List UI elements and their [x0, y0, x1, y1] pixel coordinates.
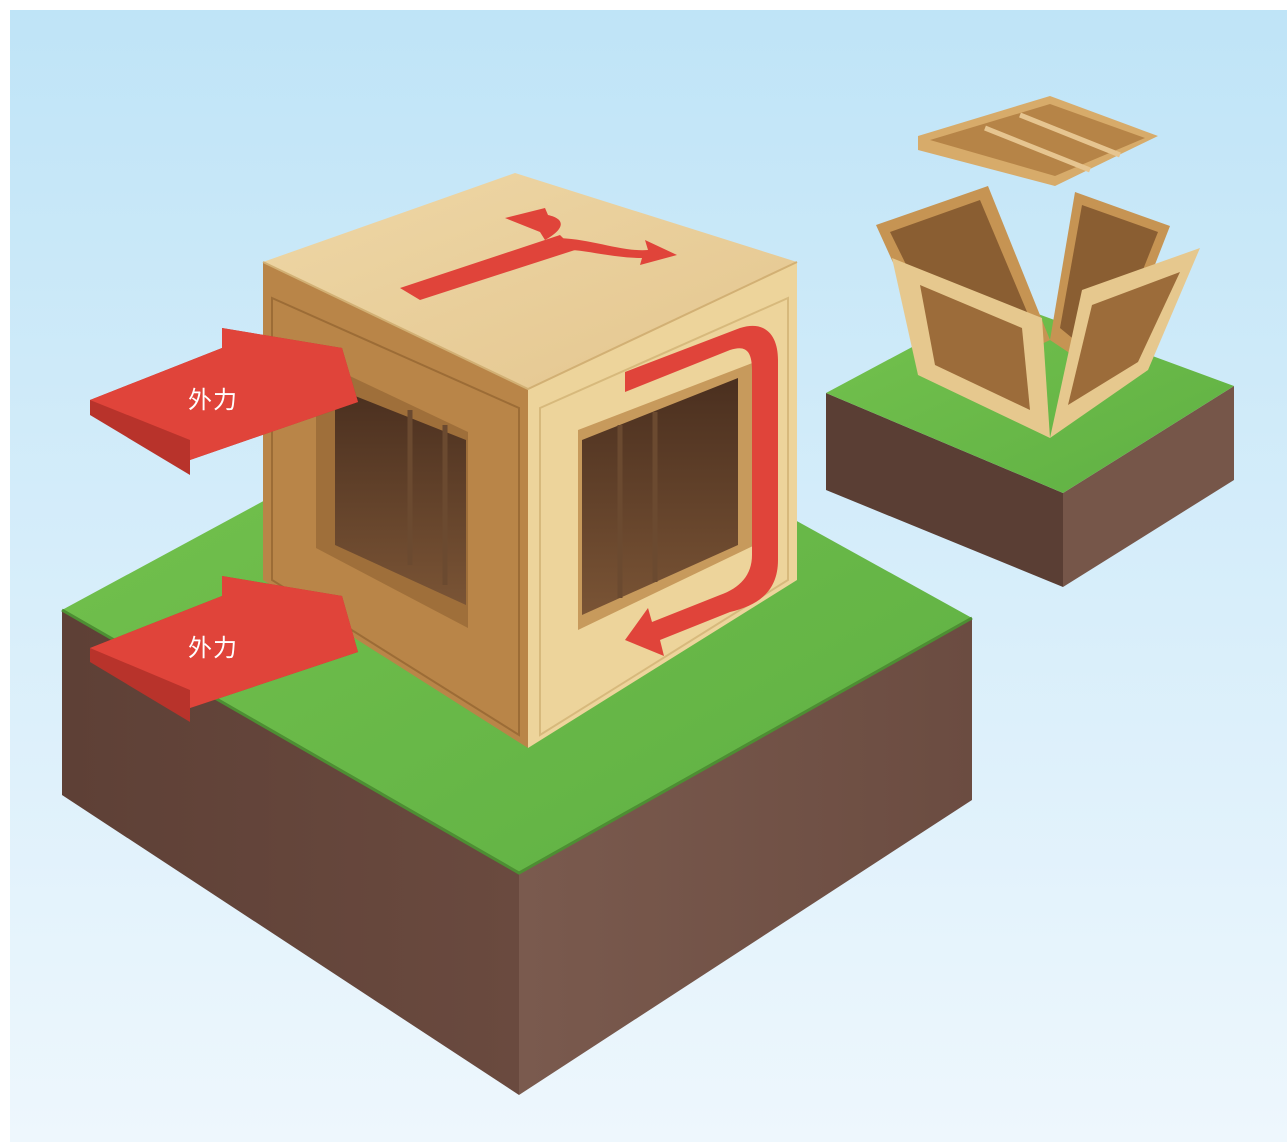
small-soil-right	[1063, 386, 1234, 587]
external-force-arrow-lower	[90, 576, 358, 722]
external-force-arrow-upper	[90, 328, 358, 475]
collapsing-box	[876, 96, 1200, 438]
side-circulation-arrow	[625, 325, 778, 656]
top-split-arrow	[400, 208, 677, 300]
rigid-box	[262, 173, 798, 748]
soil-left-face	[62, 610, 519, 1095]
left-window-opening	[335, 388, 466, 605]
small-soil-left	[826, 393, 1063, 587]
soil-right-face	[519, 618, 972, 1095]
box-top-face	[263, 173, 797, 389]
